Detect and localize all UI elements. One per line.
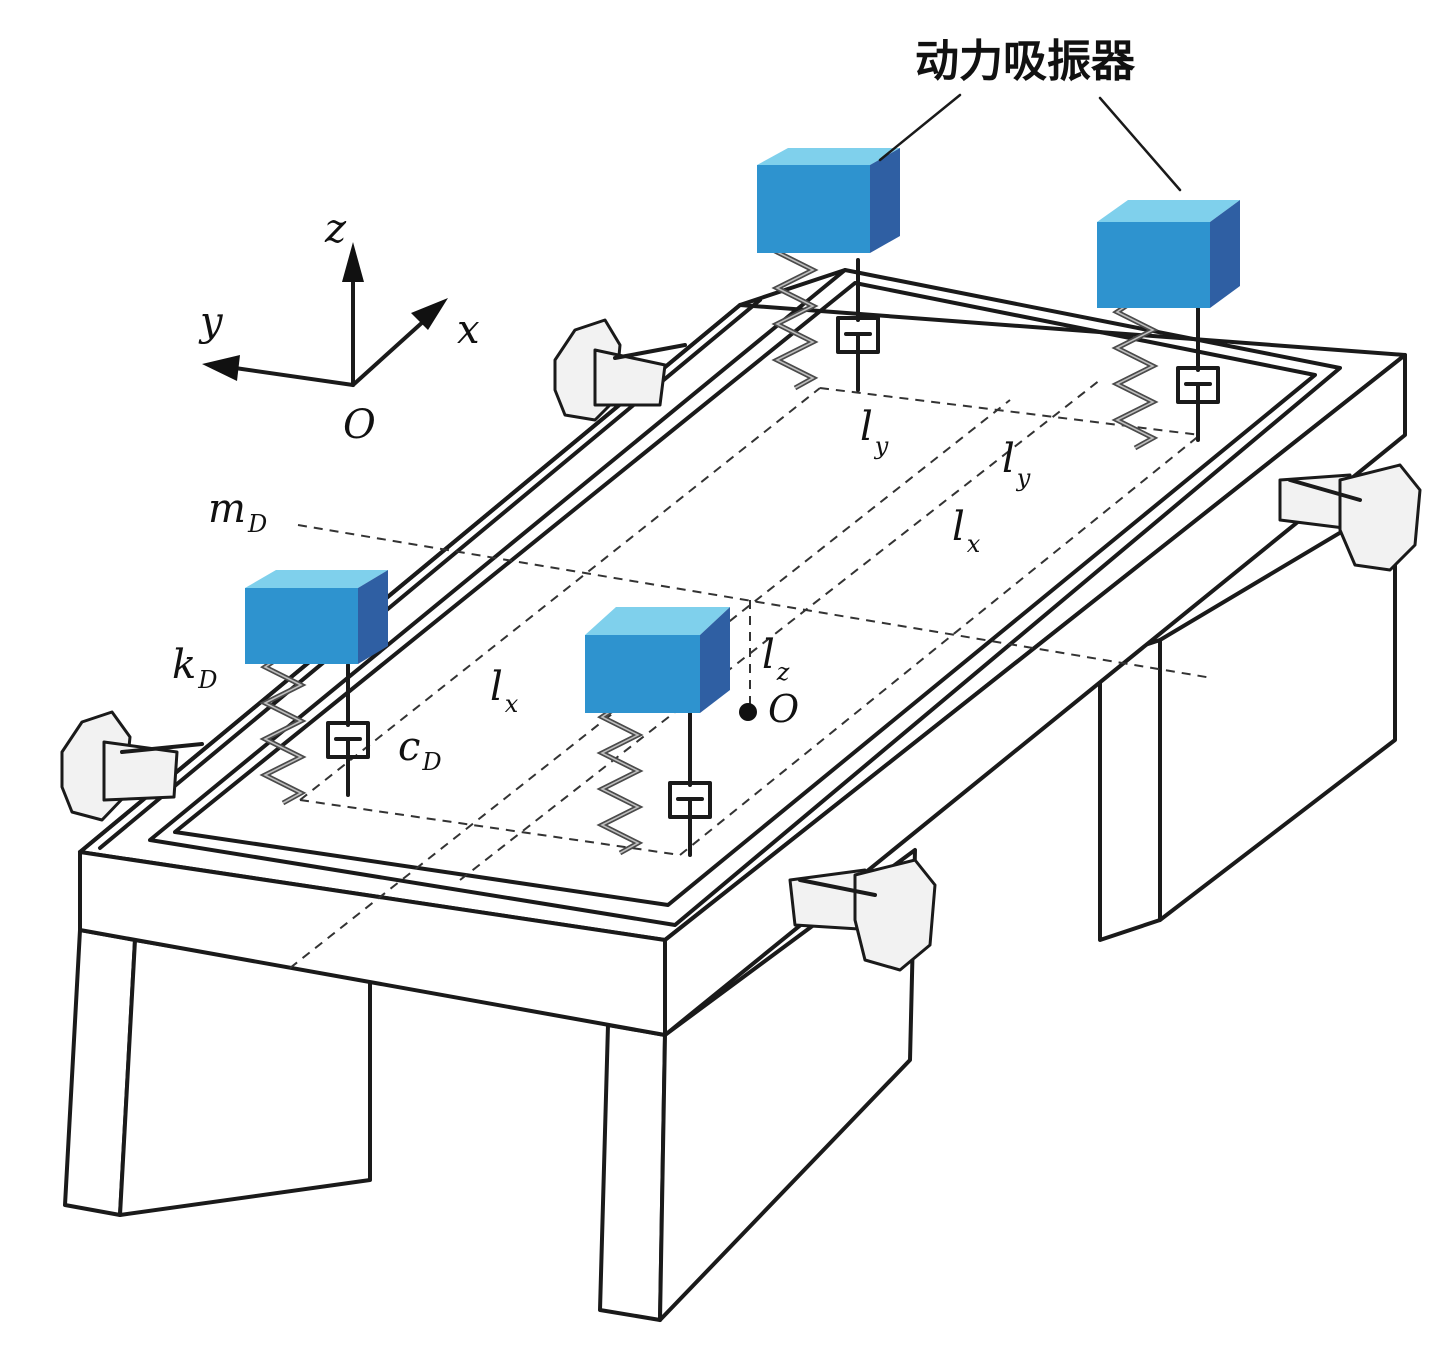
- absorber-callout: 动力吸振器: [878, 36, 1182, 192]
- label-ly-2: ly: [1002, 436, 1031, 492]
- clamp-mount-front-left: [60, 710, 204, 822]
- absorber-top-face: [757, 148, 900, 165]
- absorber-back-left: [757, 148, 900, 392]
- center-point: [739, 703, 757, 721]
- label-mass: mD: [208, 486, 267, 538]
- coordinate-axes: z x y O: [198, 206, 480, 448]
- label-lx-1: lx: [952, 504, 981, 558]
- callout-title: 动力吸振器: [915, 36, 1136, 87]
- label-center-o: O: [768, 687, 799, 731]
- label-lz: lz: [762, 632, 790, 686]
- leg-front-right: [598, 1023, 667, 1322]
- label-damping: cD: [398, 724, 442, 776]
- table-legs: [63, 498, 1397, 1322]
- parameter-labels: mD kD cD ly ly lx lx lz O: [172, 404, 1031, 776]
- absorber-back-right: [1097, 200, 1240, 448]
- label-lx-2: lx: [490, 664, 519, 718]
- z-arrow: [342, 242, 364, 282]
- axis-label-z: z: [324, 206, 347, 252]
- label-stiffness: kD: [172, 642, 218, 694]
- axis-label-origin: O: [343, 402, 376, 448]
- absorber-front-left: [245, 570, 388, 803]
- axis-label-y: y: [198, 299, 224, 345]
- slab-right-face: [663, 353, 1407, 1037]
- clamp-mount-back-right: [1278, 463, 1422, 572]
- leg-back-right: [1098, 638, 1162, 942]
- absorber-front-center: [585, 607, 730, 857]
- absorber-side-face: [870, 148, 900, 253]
- clamp-mount-back-left: [553, 318, 687, 422]
- absorber-front-face: [757, 165, 870, 253]
- x-arrow: [411, 298, 448, 330]
- table-top: [78, 268, 1407, 1037]
- axis-label-x: x: [457, 307, 480, 353]
- label-ly-1: ly: [860, 404, 889, 460]
- reference-lines: [289, 379, 1213, 969]
- clamp-mount-front-right: [788, 858, 937, 972]
- y-arrow: [202, 355, 240, 381]
